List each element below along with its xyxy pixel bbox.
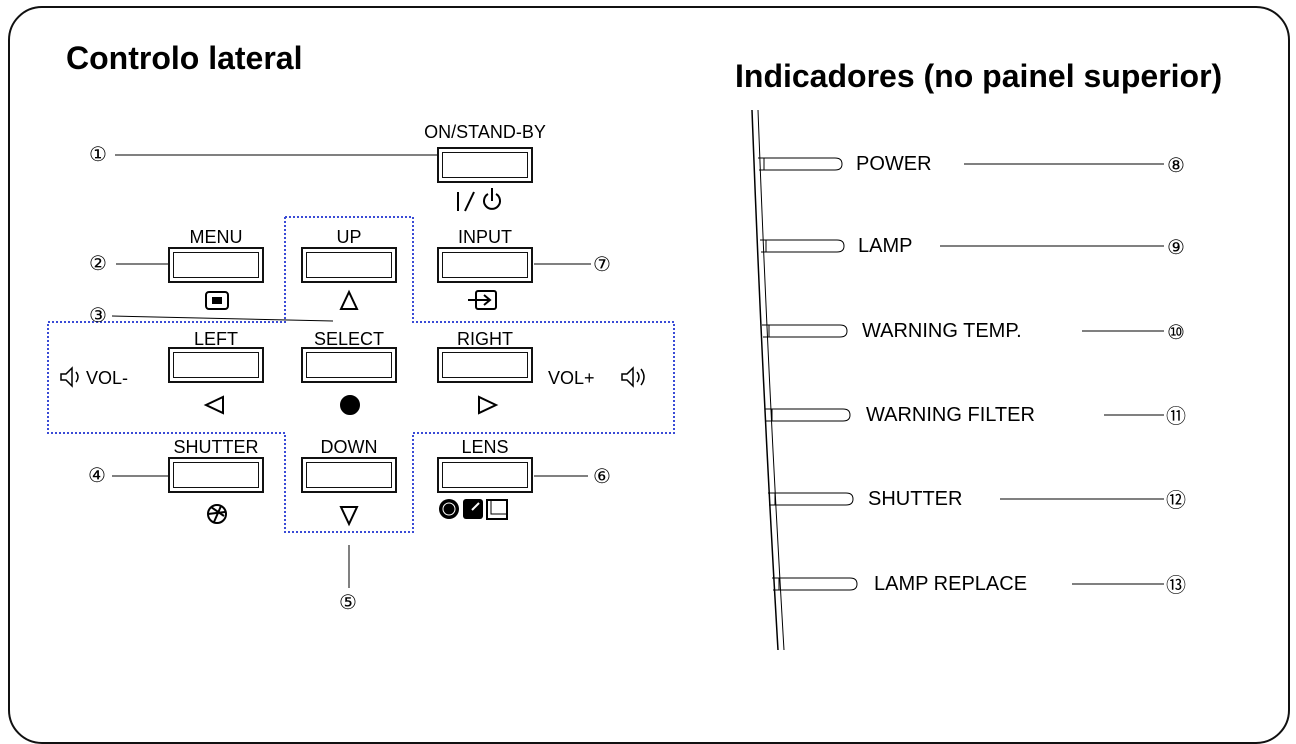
callout-9: ⑨ — [1167, 237, 1185, 259]
cross-outline — [47, 216, 675, 533]
indicator-power: POWER — [856, 153, 932, 175]
callout-10: ⑩ — [1167, 322, 1185, 344]
lens-label: LENS — [461, 437, 509, 457]
lens-icons — [439, 499, 508, 520]
led-warning-temp — [762, 324, 848, 338]
indicator-warning-filter: WARNING FILTER — [866, 404, 1035, 426]
down-label: DOWN — [320, 437, 378, 457]
input-button[interactable] — [437, 247, 533, 283]
up-button[interactable] — [301, 247, 397, 283]
callout-8: ⑧ — [1167, 155, 1185, 177]
lens-button[interactable] — [437, 457, 533, 493]
select-button[interactable] — [301, 347, 397, 383]
input-icon — [468, 290, 497, 310]
on-standby-label: ON/STAND-BY — [424, 122, 546, 142]
input-label: INPUT — [458, 227, 512, 247]
callout-11: ⑪ — [1166, 406, 1186, 428]
callout-4: ④ — [88, 465, 106, 487]
shutter-aperture-icon — [207, 504, 227, 524]
callout-1: ① — [89, 144, 107, 166]
shutter-button[interactable] — [168, 457, 264, 493]
menu-icon — [205, 291, 229, 310]
power-icon — [457, 188, 501, 212]
left-label: LEFT — [193, 329, 239, 349]
left-button[interactable] — [168, 347, 264, 383]
select-label: SELECT — [313, 329, 385, 349]
triangle-right-icon — [478, 395, 499, 415]
callout-3: ③ — [89, 305, 107, 327]
led-lamp-replace — [772, 577, 858, 591]
led-lamp — [760, 239, 845, 253]
right-label: RIGHT — [457, 329, 513, 349]
vol-minus-label: VOL- — [86, 368, 129, 388]
led-shutter — [768, 492, 854, 506]
speaker-low-icon — [60, 366, 79, 388]
callout-12: ⑫ — [1166, 490, 1186, 512]
speaker-high-icon — [621, 366, 645, 388]
triangle-left-icon — [203, 395, 224, 415]
diagram-lines — [47, 109, 1164, 651]
callout-6: ⑥ — [593, 466, 611, 488]
indicator-lamp-replace: LAMP REPLACE — [874, 573, 1028, 595]
callout-13: ⑬ — [1166, 575, 1186, 597]
indicator-lamp: LAMP — [858, 235, 913, 257]
triangle-down-icon — [339, 506, 359, 527]
panel-edge-outer — [751, 109, 779, 651]
callout-5: ⑤ — [339, 592, 357, 614]
vol-plus-label: VOL+ — [548, 368, 595, 388]
menu-button[interactable] — [168, 247, 264, 283]
led-warning-filter — [765, 408, 851, 422]
indicator-warning-temp: WARNING TEMP. — [862, 320, 1022, 342]
panel-edge-inner — [757, 109, 785, 651]
left-title: Controlo lateral — [66, 40, 303, 76]
menu-label: MENU — [189, 227, 243, 247]
triangle-up-icon — [339, 289, 359, 310]
right-button[interactable] — [437, 347, 533, 383]
select-dot-icon — [340, 395, 360, 415]
up-label: UP — [336, 227, 362, 247]
down-button[interactable] — [301, 457, 397, 493]
callout-7: ⑦ — [593, 254, 611, 276]
led-power — [758, 157, 843, 171]
shutter-label: SHUTTER — [173, 437, 259, 457]
callout-line-3 — [111, 315, 334, 322]
right-title: Indicadores (no painel superior) — [735, 58, 1223, 94]
indicator-shutter: SHUTTER — [868, 488, 963, 510]
on-standby-button[interactable] — [437, 147, 533, 183]
callout-2: ② — [89, 253, 107, 275]
